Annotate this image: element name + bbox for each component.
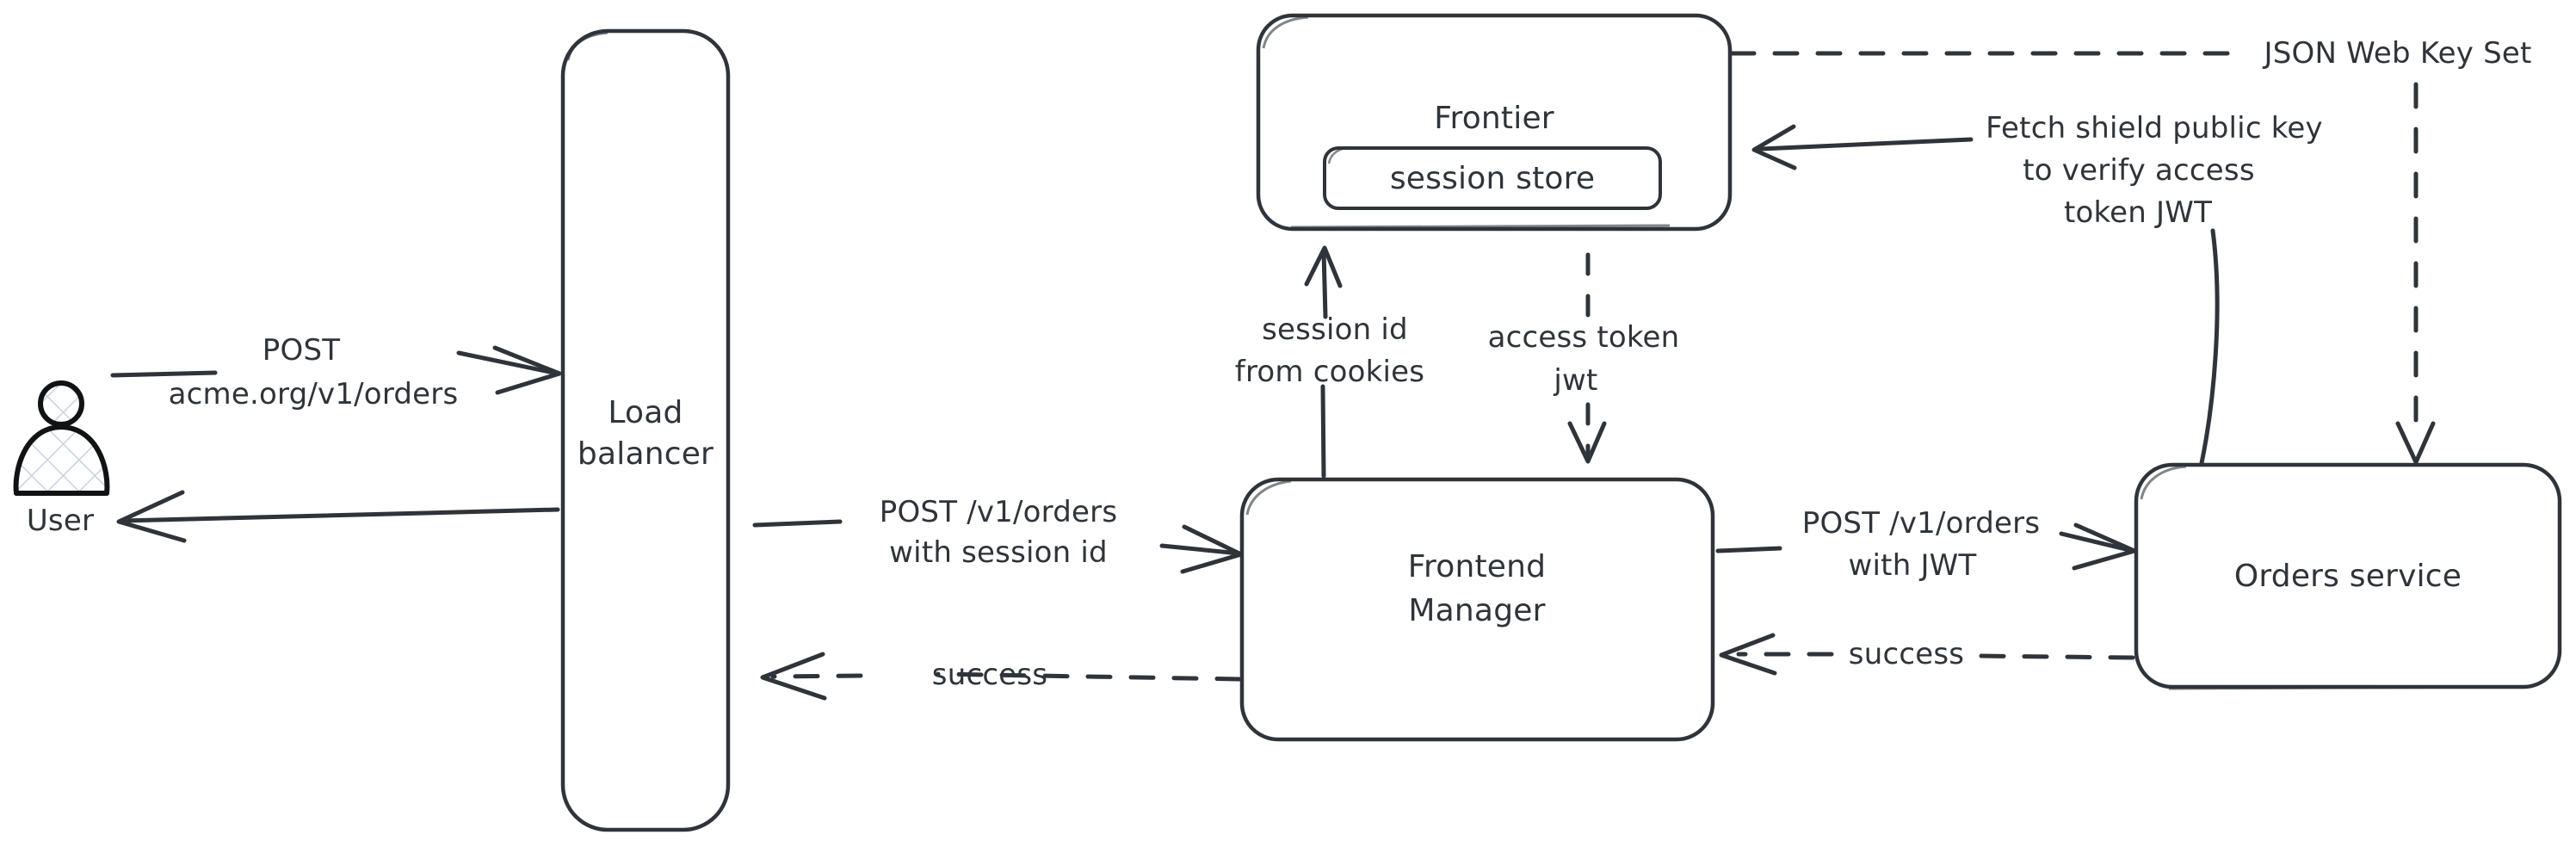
- edge-load-balancer-to-frontend-manager: [752, 519, 1244, 574]
- edge-orders-service-to-frontend-manager-success: [1719, 633, 2135, 676]
- edge-frontier-to-orders-service-jwks: [1729, 51, 2436, 465]
- edge-frontend-manager-to-orders-service: [1715, 522, 2137, 571]
- edge-orders-service-to-frontier-fetch: [1751, 124, 2220, 466]
- frontend-manager-node-shape[interactable]: [1239, 477, 1715, 742]
- edge-load-balancer-to-user: [116, 490, 560, 543]
- edge-frontend-manager-to-load-balancer-success: [760, 652, 1242, 701]
- orders-service-node-shape[interactable]: [2134, 462, 2562, 690]
- edge-frontier-to-frontend-manager: [1567, 252, 1607, 464]
- user-person-icon: [13, 380, 110, 496]
- load-balancer-node-shape[interactable]: [560, 28, 731, 832]
- edge-user-to-load-balancer: [110, 345, 562, 395]
- session-store-node-shape[interactable]: [1323, 145, 1662, 210]
- edge-frontend-manager-to-frontier: [1304, 245, 1343, 479]
